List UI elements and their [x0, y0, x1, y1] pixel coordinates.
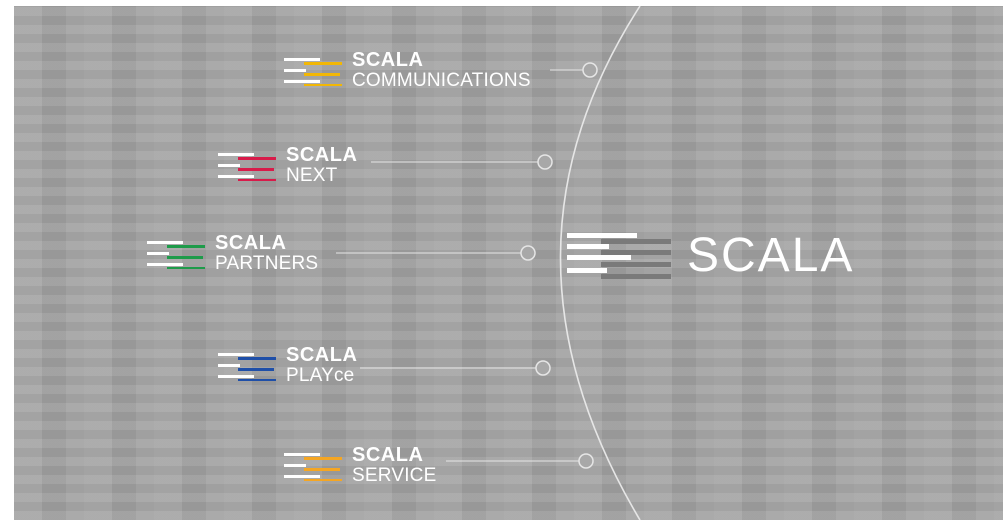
main-arc [559, 6, 641, 520]
brand-title: SCALA [352, 444, 424, 466]
connector-node-communications [582, 62, 598, 78]
logo-stripe-accent [238, 179, 276, 181]
connector-node-service [578, 453, 594, 469]
connector-diagram [336, 6, 641, 520]
brand-title: SCALA [352, 49, 424, 71]
brand-subtitle: SERVICE [352, 465, 437, 486]
stripes-logo-icon [147, 241, 205, 269]
logo-stripe-accent [238, 168, 274, 171]
main-brand: SCALA [567, 228, 854, 283]
logo-stripe-white [218, 375, 254, 378]
logo-stripe-accent [304, 62, 342, 65]
logo-stripe-white [147, 252, 169, 255]
brand-service: SCALA SERVICE [284, 445, 436, 485]
stripes-logo-icon [218, 353, 276, 381]
brand-title: SCALA [215, 232, 287, 254]
logo-stripe-white [218, 364, 240, 367]
brand-diagram: SCALA COMMUNICATIONS SCALA NEXT SCALA PA… [14, 6, 1003, 520]
logo-stripe-accent [304, 84, 342, 86]
logo-stripe-white [567, 254, 631, 260]
logo-stripe-white [218, 153, 254, 156]
logo-stripe-white [567, 232, 637, 238]
logo-stripe-white [284, 80, 320, 83]
logo-stripe-white [284, 69, 306, 72]
logo-stripe-accent [304, 73, 340, 76]
brand-subtitle: PLAYce [286, 365, 355, 386]
logo-stripe-gray [601, 273, 671, 279]
connector-node-playce [535, 360, 551, 376]
brand-title: SCALA [286, 144, 358, 166]
logo-stripe-accent [238, 157, 276, 160]
logo-stripe-gray [601, 238, 671, 244]
brand-subtitle: COMMUNICATIONS [352, 70, 531, 91]
logo-stripe-gray [601, 261, 671, 267]
logo-stripe-accent [304, 479, 342, 481]
logo-stripe-accent [238, 357, 276, 360]
brand-playce: SCALA PLAYce [218, 345, 357, 385]
brand-title: SCALA [286, 344, 358, 366]
logo-stripe-white [147, 241, 183, 244]
logo-stripe-accent [167, 267, 205, 269]
scala-main-logo-icon [567, 232, 671, 279]
stripes-logo-icon [284, 453, 342, 481]
brand-next: SCALA NEXT [218, 145, 357, 185]
logo-stripe-accent [167, 245, 205, 248]
logo-stripe-white [284, 453, 320, 456]
brand-partners: SCALA PARTNERS [147, 233, 318, 273]
brand-subtitle: NEXT [286, 165, 338, 186]
logo-stripe-accent [238, 379, 276, 381]
logo-stripe-white [218, 353, 254, 356]
logo-stripe-accent [304, 457, 342, 460]
connector-node-next [537, 154, 553, 170]
logo-stripe-accent [304, 468, 340, 471]
connector-node-partners [520, 245, 536, 261]
main-brand-title: SCALA [687, 229, 855, 282]
logo-stripe-white [218, 175, 254, 178]
logo-stripe-gray [601, 249, 671, 255]
logo-stripe-white [284, 475, 320, 478]
stripes-logo-icon [284, 58, 342, 86]
logo-stripe-white [567, 243, 609, 249]
brand-subtitle: PARTNERS [215, 253, 319, 274]
logo-stripe-white [218, 164, 240, 167]
stripes-logo-icon [218, 153, 276, 181]
logo-stripe-accent [167, 256, 203, 259]
logo-stripe-white [147, 263, 183, 266]
logo-stripe-white [284, 464, 306, 467]
logo-stripe-accent [238, 368, 274, 371]
brand-communications: SCALA COMMUNICATIONS [284, 50, 531, 90]
logo-stripe-white [284, 58, 320, 61]
logo-stripe-white [567, 267, 607, 273]
